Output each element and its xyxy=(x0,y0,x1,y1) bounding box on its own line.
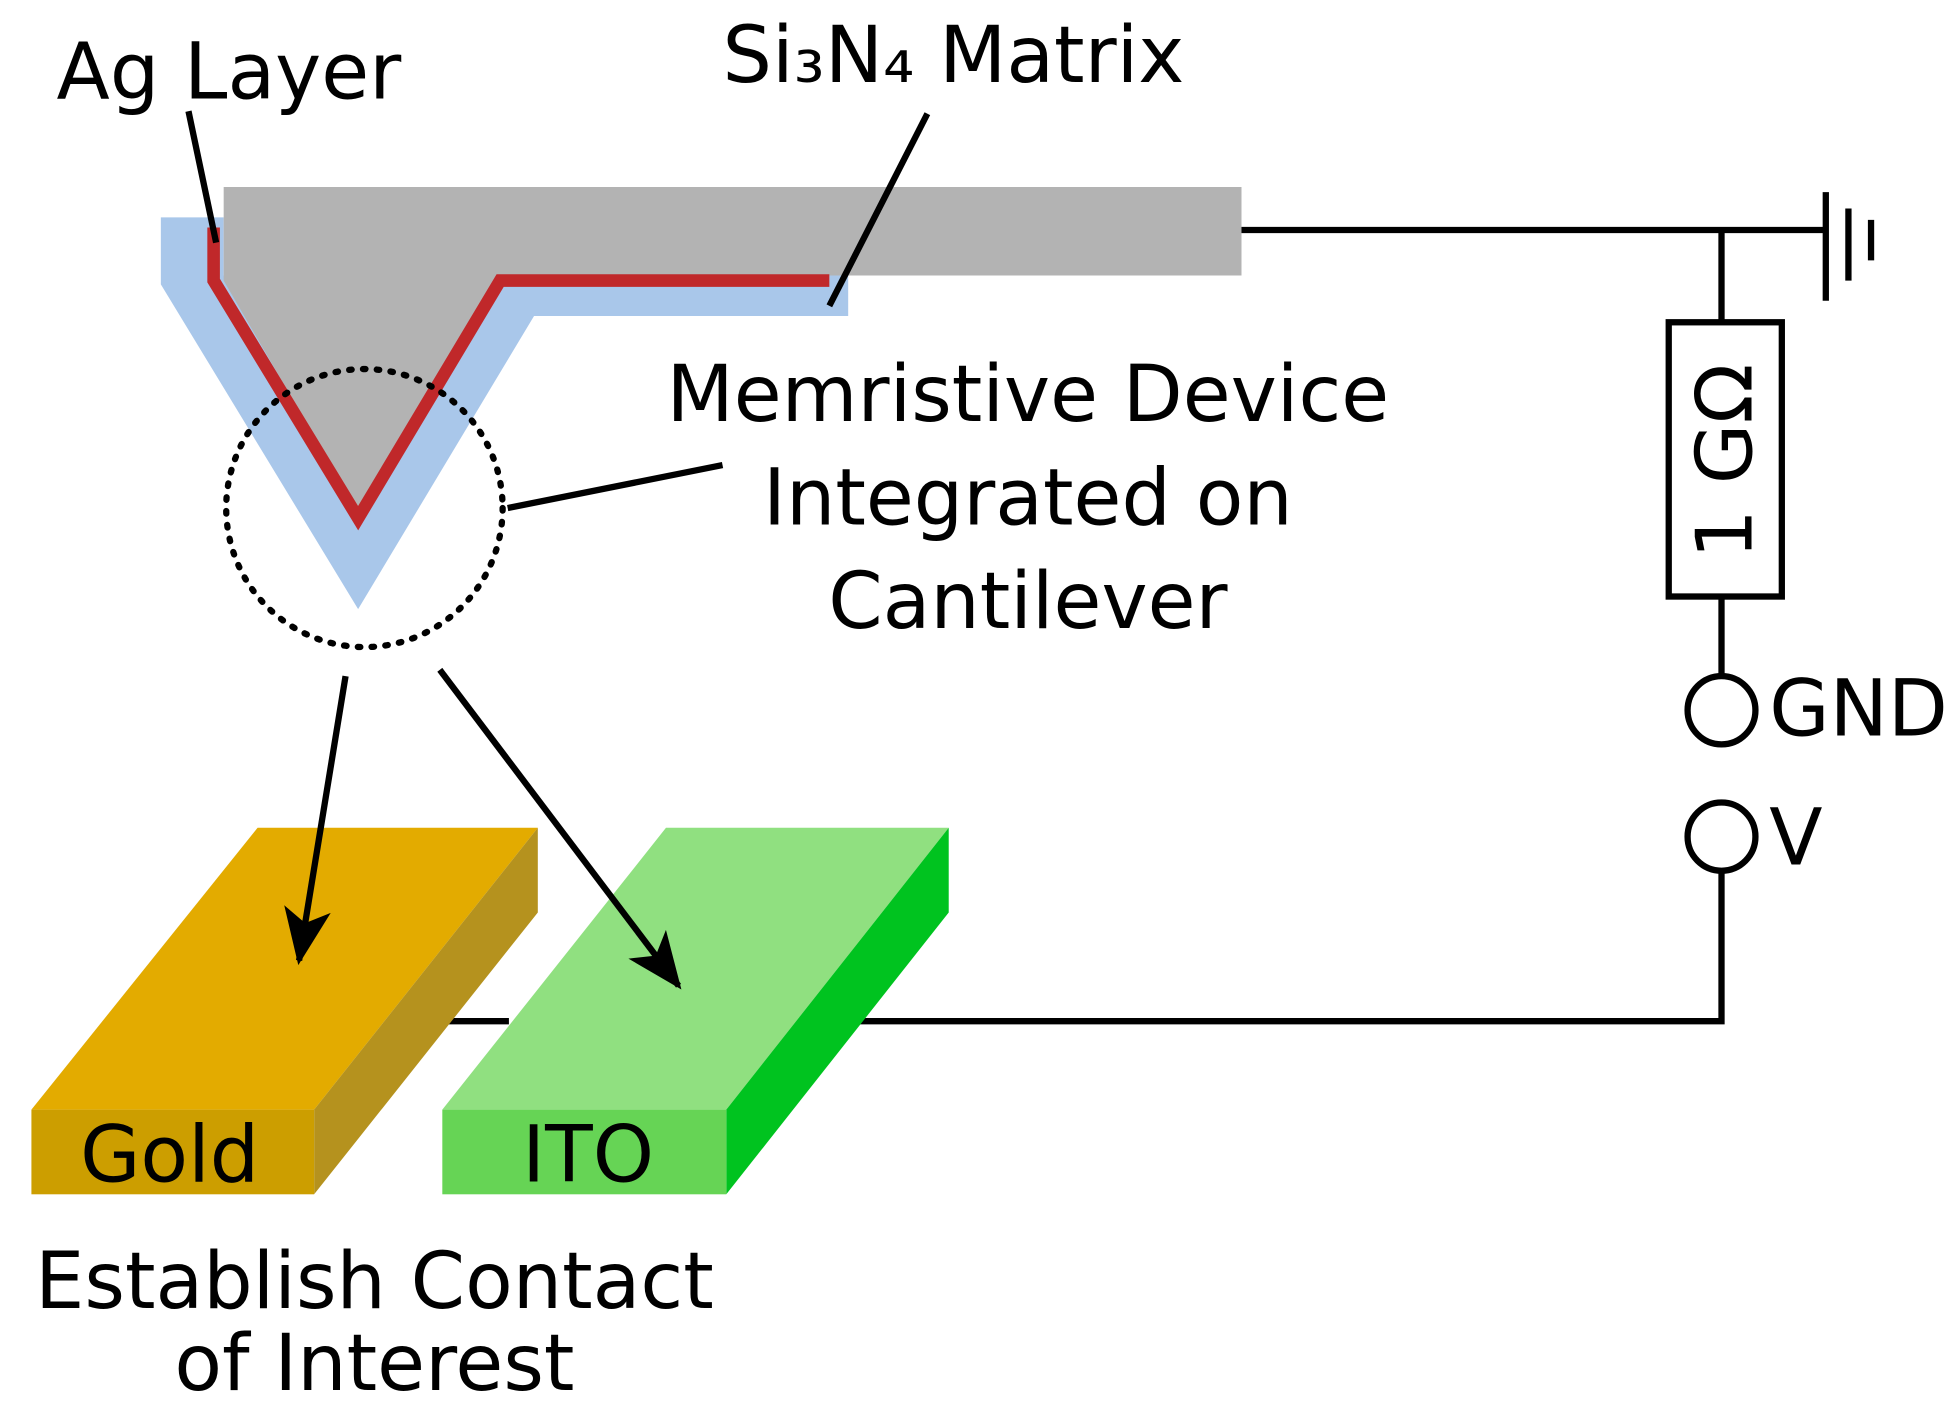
ag-layer-line xyxy=(207,227,830,531)
ito-top-face xyxy=(442,827,949,1110)
v-terminal xyxy=(1684,799,1759,874)
v-supply-wire xyxy=(839,870,1725,1025)
device-label-line-3: Cantilever xyxy=(828,556,1228,647)
gnd-label: GND xyxy=(1769,663,1948,754)
device-highlight-circle xyxy=(223,365,506,651)
ito-label: ITO xyxy=(522,1109,654,1200)
ag-layer-leader xyxy=(185,110,220,244)
resistor-body xyxy=(1665,319,1785,600)
contact-label-line-2: of Interest xyxy=(174,1318,574,1409)
gold-label: Gold xyxy=(80,1109,259,1200)
gold-top-face xyxy=(31,827,538,1110)
matrix-leader xyxy=(826,112,931,308)
device-label-line-2: Integrated on xyxy=(763,452,1293,543)
device-label-line-1: Memristive Device xyxy=(667,349,1390,440)
gnd-terminal xyxy=(1684,672,1759,748)
arrow-to-gold xyxy=(284,675,349,966)
matrix-label: Si₃N₄ Matrix xyxy=(723,10,1185,101)
gold-side-face xyxy=(314,827,538,1195)
device-leader xyxy=(507,461,724,512)
v-label: V xyxy=(1769,792,1822,883)
ag-layer-label: Ag Layer xyxy=(57,26,403,117)
gold-front-face xyxy=(31,1109,315,1195)
resistor-label: 1 GΩ xyxy=(1680,364,1771,559)
arrow-to-ito xyxy=(437,667,682,990)
contact-label-line-1: Establish Contact xyxy=(35,1236,714,1327)
cantilever-matrix xyxy=(223,187,1242,512)
ito-side-face xyxy=(726,827,949,1195)
ito-front-face xyxy=(442,1109,727,1195)
